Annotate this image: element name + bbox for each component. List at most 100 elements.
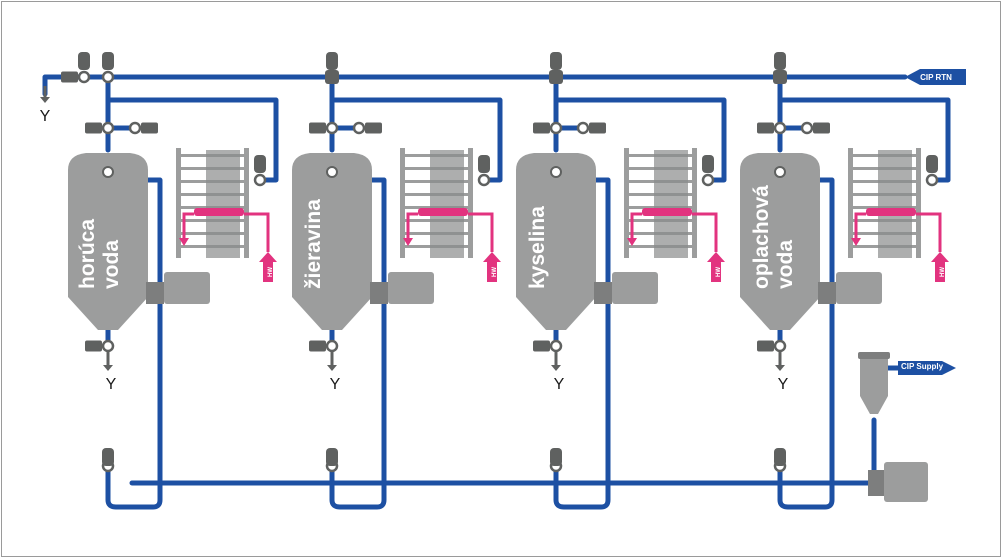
unit-3-heater-bar — [642, 208, 692, 216]
unit-3-hx-pack — [654, 150, 688, 258]
unit-2-tank — [292, 153, 372, 330]
unit-1-heat-exchanger — [176, 148, 249, 258]
tank-4-label-line-2: voda — [774, 240, 797, 289]
tank-3-drain-label: Y — [554, 376, 565, 393]
unit-4-hx-return-loop — [777, 97, 951, 183]
unit-4-top-valve-b-actuator — [813, 122, 830, 134]
tank-2-heater-tag: HW — [492, 267, 498, 277]
unit-3-hx-valve-body — [701, 173, 715, 187]
unit-1-pump-motor — [164, 272, 210, 304]
unit-1-hx-frame-right — [244, 148, 249, 258]
unit-1-tank — [68, 153, 148, 330]
unit-3-ubend-valve-actuator — [550, 448, 562, 466]
unit-4-heater-outlet — [854, 212, 866, 240]
unit-1-pump-casing — [146, 282, 164, 304]
unit-1-drain-arrow-head — [103, 365, 113, 371]
unit-4-heater-inlet-arrow — [931, 252, 949, 282]
supply-filter-cap — [858, 352, 890, 359]
unit-1-header-valve-body — [101, 70, 115, 84]
unit-1-header-valve-actuator — [102, 52, 114, 70]
tank-1-drain-label: Y — [106, 376, 117, 393]
unit-3-header-valve-body — [549, 70, 563, 84]
unit-1-top-valve-b — [128, 121, 142, 135]
supply-pump-motor — [884, 462, 928, 502]
unit-3-hx-return-loop — [553, 97, 727, 183]
unit-2-ubend-valve-actuator — [326, 448, 338, 466]
unit-1-ubend-valve-actuator — [102, 448, 114, 466]
tank-4-label-line-1: oplachová — [750, 185, 773, 289]
unit-3-header-valve-actuator — [550, 52, 562, 70]
unit-2-header-valve-body — [325, 70, 339, 84]
unit-2-hx-return-loop — [329, 97, 503, 183]
unit-2-hx-frame-left — [400, 148, 405, 258]
unit-1-heater-bar — [194, 208, 244, 216]
unit-2-top-valve-b-actuator — [365, 122, 382, 134]
return-drain-label: Y — [40, 108, 51, 125]
unit-2-hx-pack — [430, 150, 464, 258]
unit-1-drain-valve-actuator — [85, 340, 102, 352]
unit-3-drain-valve-actuator — [533, 340, 550, 352]
unit-3-pump-casing — [594, 282, 612, 304]
unit-1-heater-inlet — [244, 212, 270, 252]
tank-1-label-line-1: horúca — [76, 219, 99, 289]
tank-2-label: žieravina — [302, 199, 325, 289]
unit-2-header-valve-actuator — [326, 52, 338, 70]
unit-4-heater-bar — [866, 208, 916, 216]
unit-3-heater-outlet-arrow — [627, 238, 637, 246]
unit-4-drain-valve-actuator — [757, 340, 774, 352]
unit-3-heater-inlet-arrow — [707, 252, 725, 282]
unit-4-hx-frame-left — [848, 148, 853, 258]
unit-4-drain-valve — [773, 339, 787, 353]
unit-4-tank — [740, 153, 820, 330]
unit-3-hx-frame-right — [692, 148, 697, 258]
unit-2-heater-bar — [418, 208, 468, 216]
unit-3-drain-arrow-head — [551, 365, 561, 371]
unit-3-tank-top-port — [550, 166, 562, 178]
unit-2-supply-leg — [329, 262, 387, 510]
unit-3-tank-inlet-loop — [593, 177, 611, 268]
unit-1-heater-outlet-arrow — [179, 238, 189, 246]
unit-1-hx-pack — [206, 150, 240, 258]
unit-3-heater-inlet — [692, 212, 718, 252]
unit-3-supply-leg — [553, 262, 611, 510]
unit-2-drain-arrow-head — [327, 365, 337, 371]
unit-1-top-valve-a — [101, 121, 115, 135]
unit-3-hx-valve-actuator — [702, 155, 714, 173]
unit-4-top-valve-b-body — [800, 121, 814, 135]
unit-2-heater-outlet — [406, 212, 418, 240]
unit-1-tank-inlet-loop — [145, 177, 163, 268]
unit-1-top-valve-b-body — [128, 121, 142, 135]
unit-3-drain-valve — [549, 339, 563, 353]
unit-1-heater-inlet-arrow — [259, 252, 277, 282]
cip-supply-arrow — [898, 361, 956, 375]
unit-2-tank-top-port — [326, 166, 338, 178]
tank-4-drain-label: Y — [778, 376, 789, 393]
unit-1-hx-valve-body — [253, 173, 267, 187]
unit-2-heater-outlet-arrow — [403, 238, 413, 246]
unit-2-drain-valve — [325, 339, 339, 353]
unit-1-top-valve-b-actuator — [141, 122, 158, 134]
tank-4-heater-tag: HW — [940, 267, 946, 277]
unit-2-top-valve-b — [352, 121, 366, 135]
supply-pump-casing — [868, 470, 884, 496]
unit-3-hx-frame-left — [624, 148, 629, 258]
return-drain-valve-actuator-side — [61, 71, 78, 83]
return-drain-valve — [77, 70, 91, 84]
unit-1-drain-valve — [101, 339, 115, 353]
unit-2-top-valve-a — [325, 121, 339, 135]
unit-2-drain-valve-actuator — [309, 340, 326, 352]
unit-1-supply-leg — [105, 262, 163, 510]
unit-2-heater-inlet — [468, 212, 494, 252]
tank-3-heater-tag: HW — [716, 267, 722, 277]
unit-4-top-valve-a-actuator — [757, 122, 774, 134]
unit-3-top-valve-a — [549, 121, 563, 135]
unit-4-header-valve-body — [773, 70, 787, 84]
tank-3-label: kyselina — [526, 206, 549, 289]
unit-3-tank — [516, 153, 596, 330]
unit-1-drain-valve-body — [101, 339, 115, 353]
unit-4-pump-motor — [836, 272, 882, 304]
unit-4-hx-valve — [925, 173, 939, 187]
unit-2-top-valve-b-body — [352, 121, 366, 135]
unit-4-pump-casing — [818, 282, 836, 304]
